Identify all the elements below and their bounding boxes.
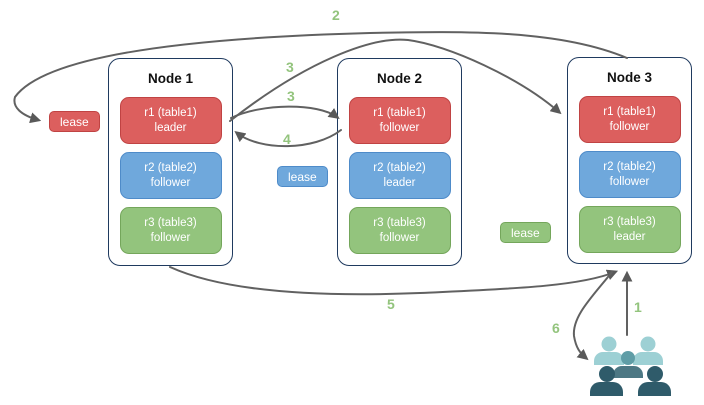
arrow-step-5	[169, 266, 619, 296]
arrow-step-2	[13, 31, 628, 124]
replica-role: follower	[609, 175, 650, 188]
step-label-2: 2	[332, 7, 340, 23]
node-2-replica-r2: r2 (table2) leader	[348, 152, 451, 199]
node-1-replica-r3: r3 (table3) follower	[119, 207, 222, 254]
node-1-title: Node 1	[147, 71, 193, 86]
lease-badge-table3: lease	[500, 222, 551, 243]
node-1: Node 1 r1 (table1) leader r2 (table2) fo…	[108, 58, 233, 266]
node-2: Node 2 r1 (table1) follower r2 (table2) …	[337, 58, 462, 266]
replica-role: follower	[150, 231, 191, 244]
node-2-replica-r1: r1 (table1) follower	[348, 97, 451, 144]
step-label-3a: 3	[286, 59, 294, 75]
replica-name: r1 (table1)	[144, 106, 197, 119]
replica-role: follower	[379, 121, 420, 134]
replica-name: r3 (table3)	[373, 216, 426, 229]
lease-badge-table1: lease	[49, 111, 100, 132]
replica-name: r1 (table1)	[603, 105, 656, 118]
step-label-6: 6	[552, 320, 560, 336]
lease-badge-table2: lease	[277, 166, 328, 187]
node-3-title: Node 3	[606, 70, 652, 85]
replica-role: leader	[383, 176, 416, 189]
replica-name: r2 (table2)	[603, 160, 656, 173]
arrow-step-6	[572, 271, 613, 361]
replica-role: follower	[609, 120, 650, 133]
step-label-3b: 3	[287, 88, 295, 104]
replica-role: leader	[613, 230, 646, 243]
replica-name: r3 (table3)	[144, 216, 197, 229]
replica-role: follower	[150, 176, 191, 189]
replica-role: leader	[154, 121, 187, 134]
users-icon	[590, 336, 671, 396]
node-1-replica-r1: r1 (table1) leader	[119, 97, 222, 144]
replica-name: r2 (table2)	[373, 161, 426, 174]
step-label-1: 1	[634, 299, 642, 315]
replica-name: r2 (table2)	[144, 161, 197, 174]
replica-role: follower	[379, 231, 420, 244]
node-2-replica-r3: r3 (table3) follower	[348, 207, 451, 254]
replica-name: r1 (table1)	[373, 106, 426, 119]
node-2-title: Node 2	[376, 71, 422, 86]
step-label-4: 4	[283, 131, 291, 147]
node-3-replica-r3: r3 (table3) leader	[578, 206, 681, 253]
node-3: Node 3 r1 (table1) follower r2 (table2) …	[567, 57, 692, 264]
node-3-replica-r2: r2 (table2) follower	[578, 151, 681, 198]
node-1-replica-r2: r2 (table2) follower	[119, 152, 222, 199]
node-3-replica-r1: r1 (table1) follower	[578, 96, 681, 143]
replica-name: r3 (table3)	[603, 215, 656, 228]
arrow-step-3-to-node2	[230, 105, 340, 119]
step-label-5: 5	[387, 296, 395, 312]
